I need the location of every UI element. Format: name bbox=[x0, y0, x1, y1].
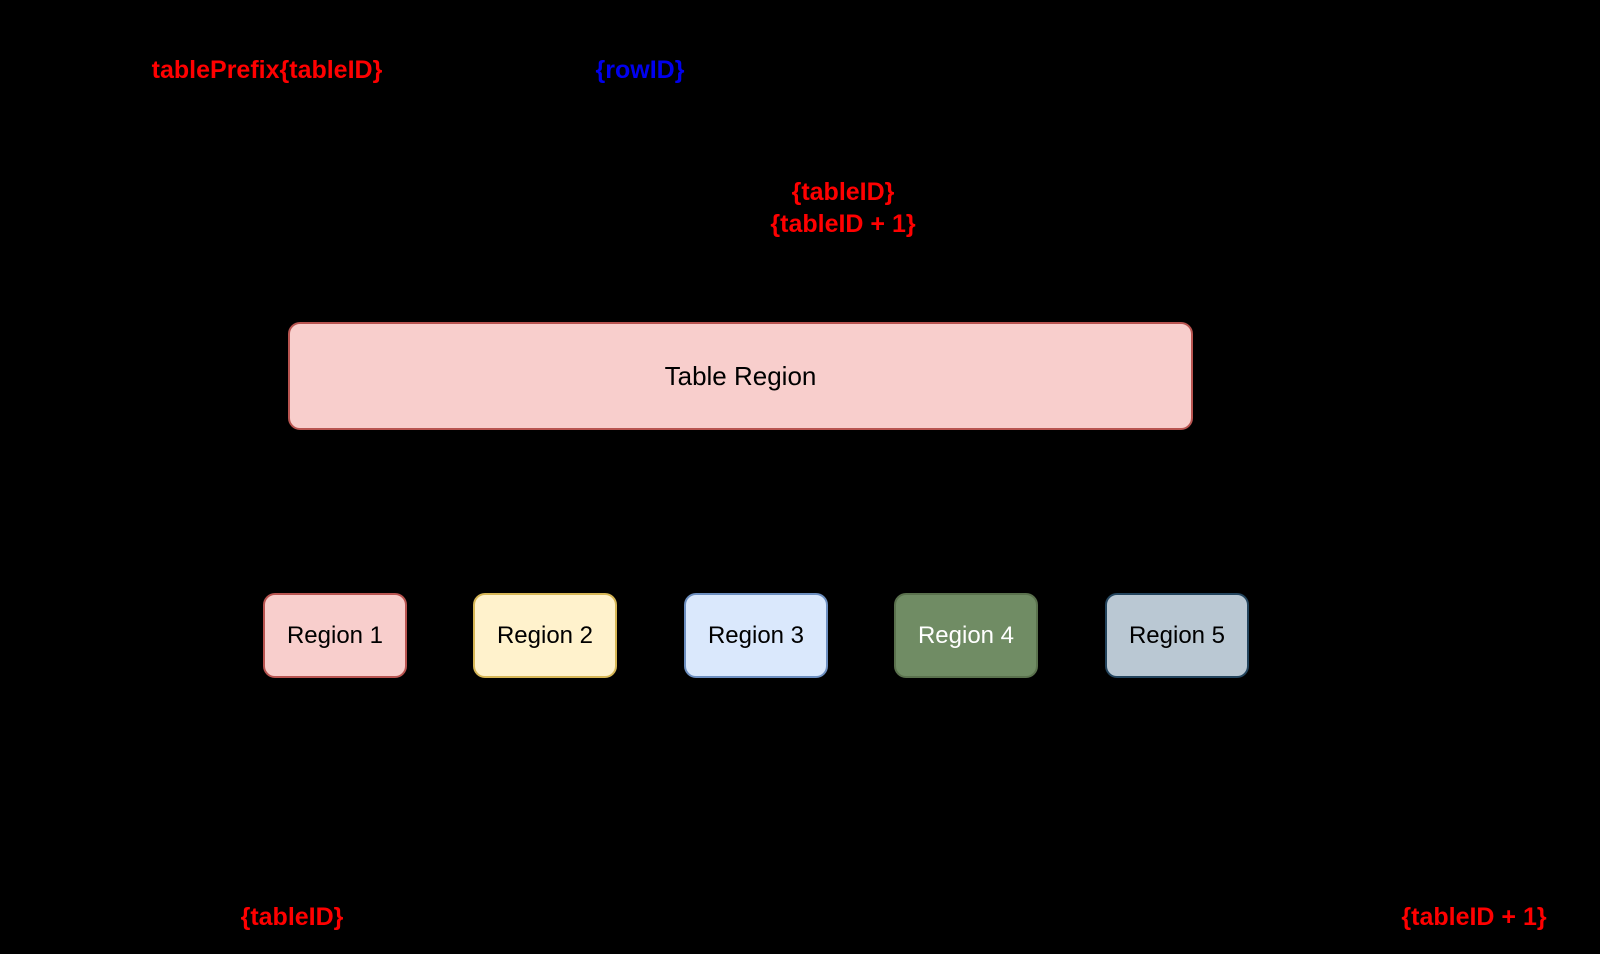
row-key-prefix-label: tablePrefix{tableID} bbox=[151, 56, 383, 84]
row-id-label: {rowID} bbox=[595, 56, 685, 84]
table-id-range-label: {tableID} {tableID + 1} bbox=[770, 176, 915, 240]
start-boundary-label: {tableID} bbox=[240, 903, 344, 931]
table-region-box: Table Region bbox=[288, 322, 1193, 430]
region-label: Region 4 bbox=[917, 621, 1015, 649]
region-label: Region 2 bbox=[496, 621, 594, 649]
table-id-range-line1: {tableID} bbox=[791, 178, 895, 206]
region-box-1: Region 1 bbox=[263, 593, 407, 678]
region-label: Region 3 bbox=[707, 621, 805, 649]
region-box-2: Region 2 bbox=[473, 593, 617, 678]
end-boundary-label: {tableID + 1} bbox=[1401, 903, 1547, 931]
region-box-3: Region 3 bbox=[684, 593, 828, 678]
table-id-range-line2: {tableID + 1} bbox=[770, 210, 916, 238]
table-region-label: Table Region bbox=[664, 360, 817, 391]
region-label: Region 5 bbox=[1128, 621, 1226, 649]
region-box-4: Region 4 bbox=[894, 593, 1038, 678]
region-box-5: Region 5 bbox=[1105, 593, 1249, 678]
region-label: Region 1 bbox=[286, 621, 384, 649]
